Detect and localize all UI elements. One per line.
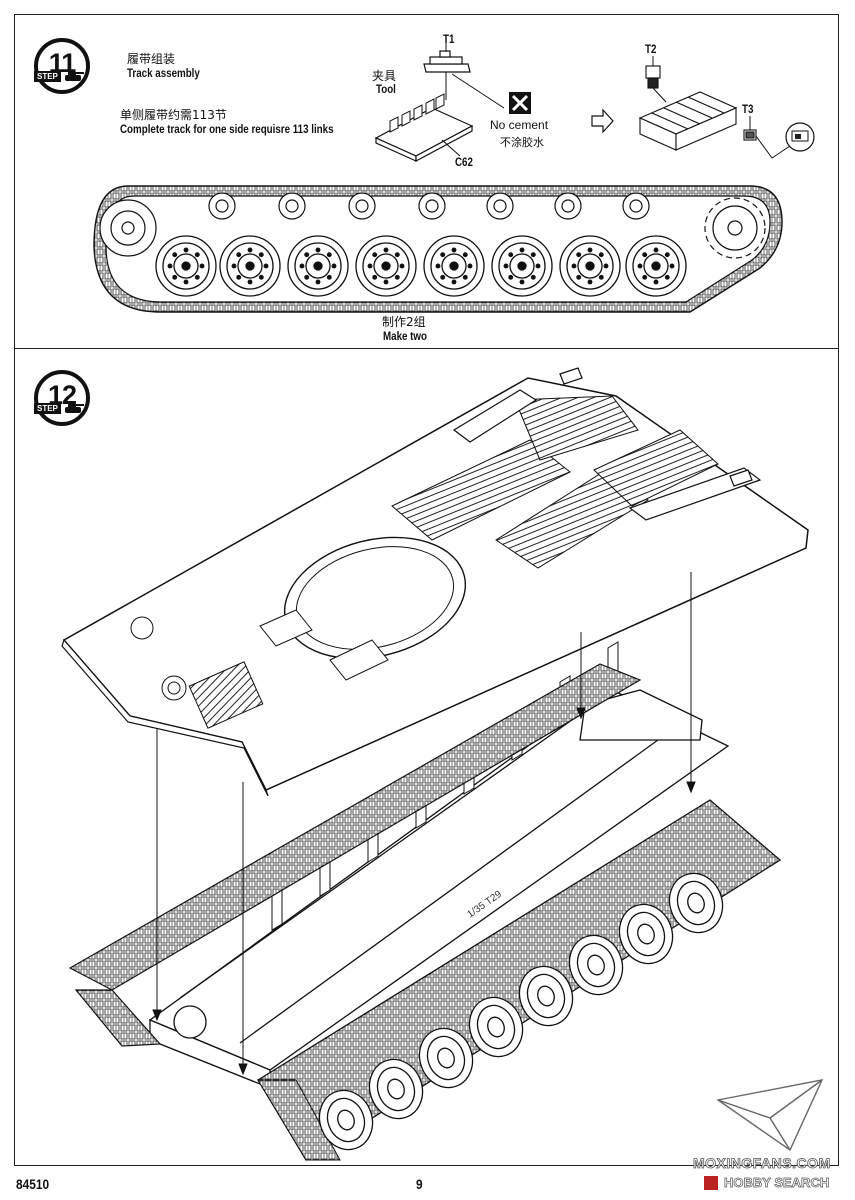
drive-sprocket bbox=[704, 197, 766, 259]
kit-number: 84510 bbox=[16, 1176, 50, 1192]
return-rollers bbox=[208, 192, 650, 220]
leader-line bbox=[451, 73, 505, 109]
part-t1-label: T1 bbox=[443, 34, 455, 46]
lower-hull: 1/35 T29 bbox=[148, 687, 730, 1089]
track-link-t1 bbox=[423, 50, 471, 73]
no-cement-en: No cement bbox=[490, 118, 549, 132]
engine-grille bbox=[593, 429, 719, 507]
hobby-search-logo-icon bbox=[704, 1176, 718, 1190]
step-11-label: STEP bbox=[34, 71, 61, 82]
watermark-brand: HOBBY SEARCH bbox=[724, 1175, 830, 1191]
track-pin-detail bbox=[785, 122, 815, 152]
leader-line bbox=[441, 139, 461, 157]
paper-plane-watermark-icon bbox=[716, 1079, 824, 1152]
make-two-en: Make two bbox=[383, 331, 428, 343]
part-c62-label: C62 bbox=[455, 157, 473, 169]
engine-grille bbox=[391, 439, 571, 541]
leader-line bbox=[755, 135, 791, 159]
part-t3-label: T3 bbox=[742, 104, 754, 116]
page-frame bbox=[14, 14, 839, 1166]
tank-icon bbox=[65, 71, 84, 81]
upper-hull bbox=[61, 367, 809, 797]
step-12-label: STEP bbox=[34, 403, 61, 414]
road-wheels bbox=[155, 235, 687, 297]
step-11-title-en: Track assembly bbox=[127, 68, 200, 80]
assembled-track-segment bbox=[638, 91, 738, 151]
idler-wheel bbox=[99, 199, 157, 257]
track-requirement-en: Complete track for one side requisre 113… bbox=[120, 124, 334, 136]
tool-label-cn: 夹具 bbox=[372, 69, 397, 83]
tank-icon bbox=[65, 403, 84, 413]
engine-grille bbox=[514, 395, 639, 461]
fender-stowage bbox=[452, 367, 762, 521]
assembly-guide-arrows bbox=[152, 572, 696, 1076]
step-11-title-cn: 履带组装 bbox=[127, 52, 176, 66]
tool-label-en: Tool bbox=[376, 84, 396, 96]
road-wheels-3d bbox=[318, 872, 724, 1151]
leader-line bbox=[652, 87, 667, 103]
front-hull-detail bbox=[130, 609, 389, 729]
watermark-site: MOXINGFANS.COM bbox=[693, 1155, 831, 1172]
make-two-cn: 制作2组 bbox=[382, 315, 426, 329]
track-pin-t2 bbox=[645, 65, 661, 89]
step-12-badge: 12 STEP bbox=[34, 370, 90, 426]
track-tool-jig bbox=[374, 93, 474, 163]
next-arrow-icon bbox=[591, 108, 614, 134]
no-cement-cn: 不涂胶水 bbox=[500, 136, 544, 149]
page-number: 9 bbox=[416, 1176, 423, 1192]
left-track-3d bbox=[68, 663, 642, 1047]
engine-grille bbox=[495, 469, 649, 569]
step-11-badge: 11 STEP bbox=[34, 38, 90, 94]
track-requirement-cn: 单侧履带约需113节 bbox=[120, 108, 227, 122]
no-cement-icon bbox=[509, 92, 531, 114]
part-t2-label: T2 bbox=[645, 44, 657, 56]
track-pin-t3 bbox=[743, 129, 757, 141]
step-divider bbox=[14, 348, 839, 349]
